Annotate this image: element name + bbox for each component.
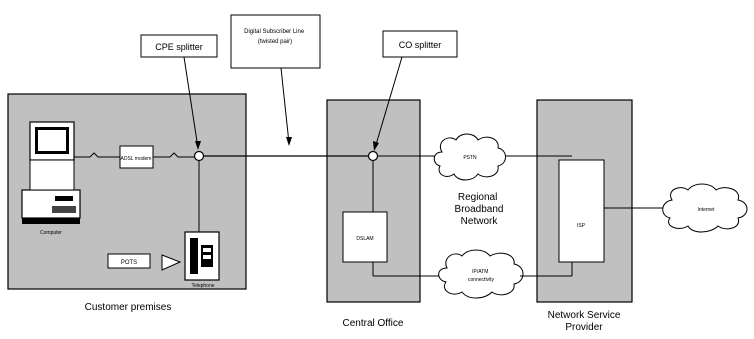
- pstn-cloud: [433, 133, 506, 181]
- cpe-splitter-callout-box: [140, 34, 218, 58]
- dsl-callout-box: [230, 14, 321, 69]
- co-splitter-arrowhead: [373, 141, 379, 151]
- co-splitter-node: [367, 150, 379, 162]
- computer-modem-link: [74, 152, 120, 158]
- internet-cloud: [662, 183, 748, 233]
- pots-box: [107, 253, 151, 269]
- co-splitter-callout-box: [382, 30, 458, 58]
- ip-atm-cloud: [438, 249, 524, 299]
- co-splitter-arrow: [374, 56, 403, 149]
- computer-icon: [21, 121, 81, 224]
- dsl-callout-text-line-2: (twisted pair): [258, 39, 292, 45]
- nsp-title-line-1: Network Service: [548, 310, 621, 321]
- pots-label: POTS: [121, 260, 137, 266]
- isp-box: [558, 159, 605, 263]
- telephone-icon: [184, 231, 220, 281]
- cpe-splitter-label: CPE splitter: [155, 42, 203, 52]
- adsl-modem-label: ADSL modem: [121, 156, 152, 162]
- cpe-splitter-arrowhead: [195, 141, 201, 150]
- internet-label: Internet: [698, 207, 716, 213]
- cpe-splitter-node: [193, 150, 205, 162]
- regional-network-text-line-2: Broadband: [455, 204, 504, 215]
- cpe-splitter-arrow: [183, 56, 199, 149]
- ip-atm-text: IP/ATM: [472, 269, 488, 275]
- modem-splitter-link: [153, 152, 194, 158]
- computer-label: Computer: [40, 230, 62, 236]
- regional-network-text: Regional: [458, 192, 497, 203]
- dsl-callout-arrowhead: [286, 137, 292, 146]
- dslam-label: DSLAM: [356, 236, 373, 242]
- telephone-label: Telephone: [191, 283, 214, 289]
- regional-network-text-line-3: Network: [461, 216, 499, 227]
- dsl-callout-text: Digital Subscriber Line: [244, 29, 305, 35]
- dsl-callout-label: Digital Subscriber Line (twisted pair): [244, 29, 306, 45]
- pstn-label: PSTN: [463, 155, 477, 161]
- nsp-title-line-2: Provider: [565, 322, 603, 333]
- customer-premises-title: Customer premises: [85, 302, 172, 313]
- isp-label: ISP: [577, 223, 586, 229]
- ip-atm-label: IP/ATM connectivity: [468, 269, 495, 283]
- dslam-box: [342, 211, 388, 263]
- co-splitter-label: CO splitter: [399, 40, 442, 50]
- dsl-callout-arrow: [280, 67, 290, 144]
- pots-arrow-icon: [161, 254, 182, 271]
- ip-atm-text-line-2: connectivity: [468, 277, 495, 283]
- central-office-title: Central Office: [343, 318, 404, 329]
